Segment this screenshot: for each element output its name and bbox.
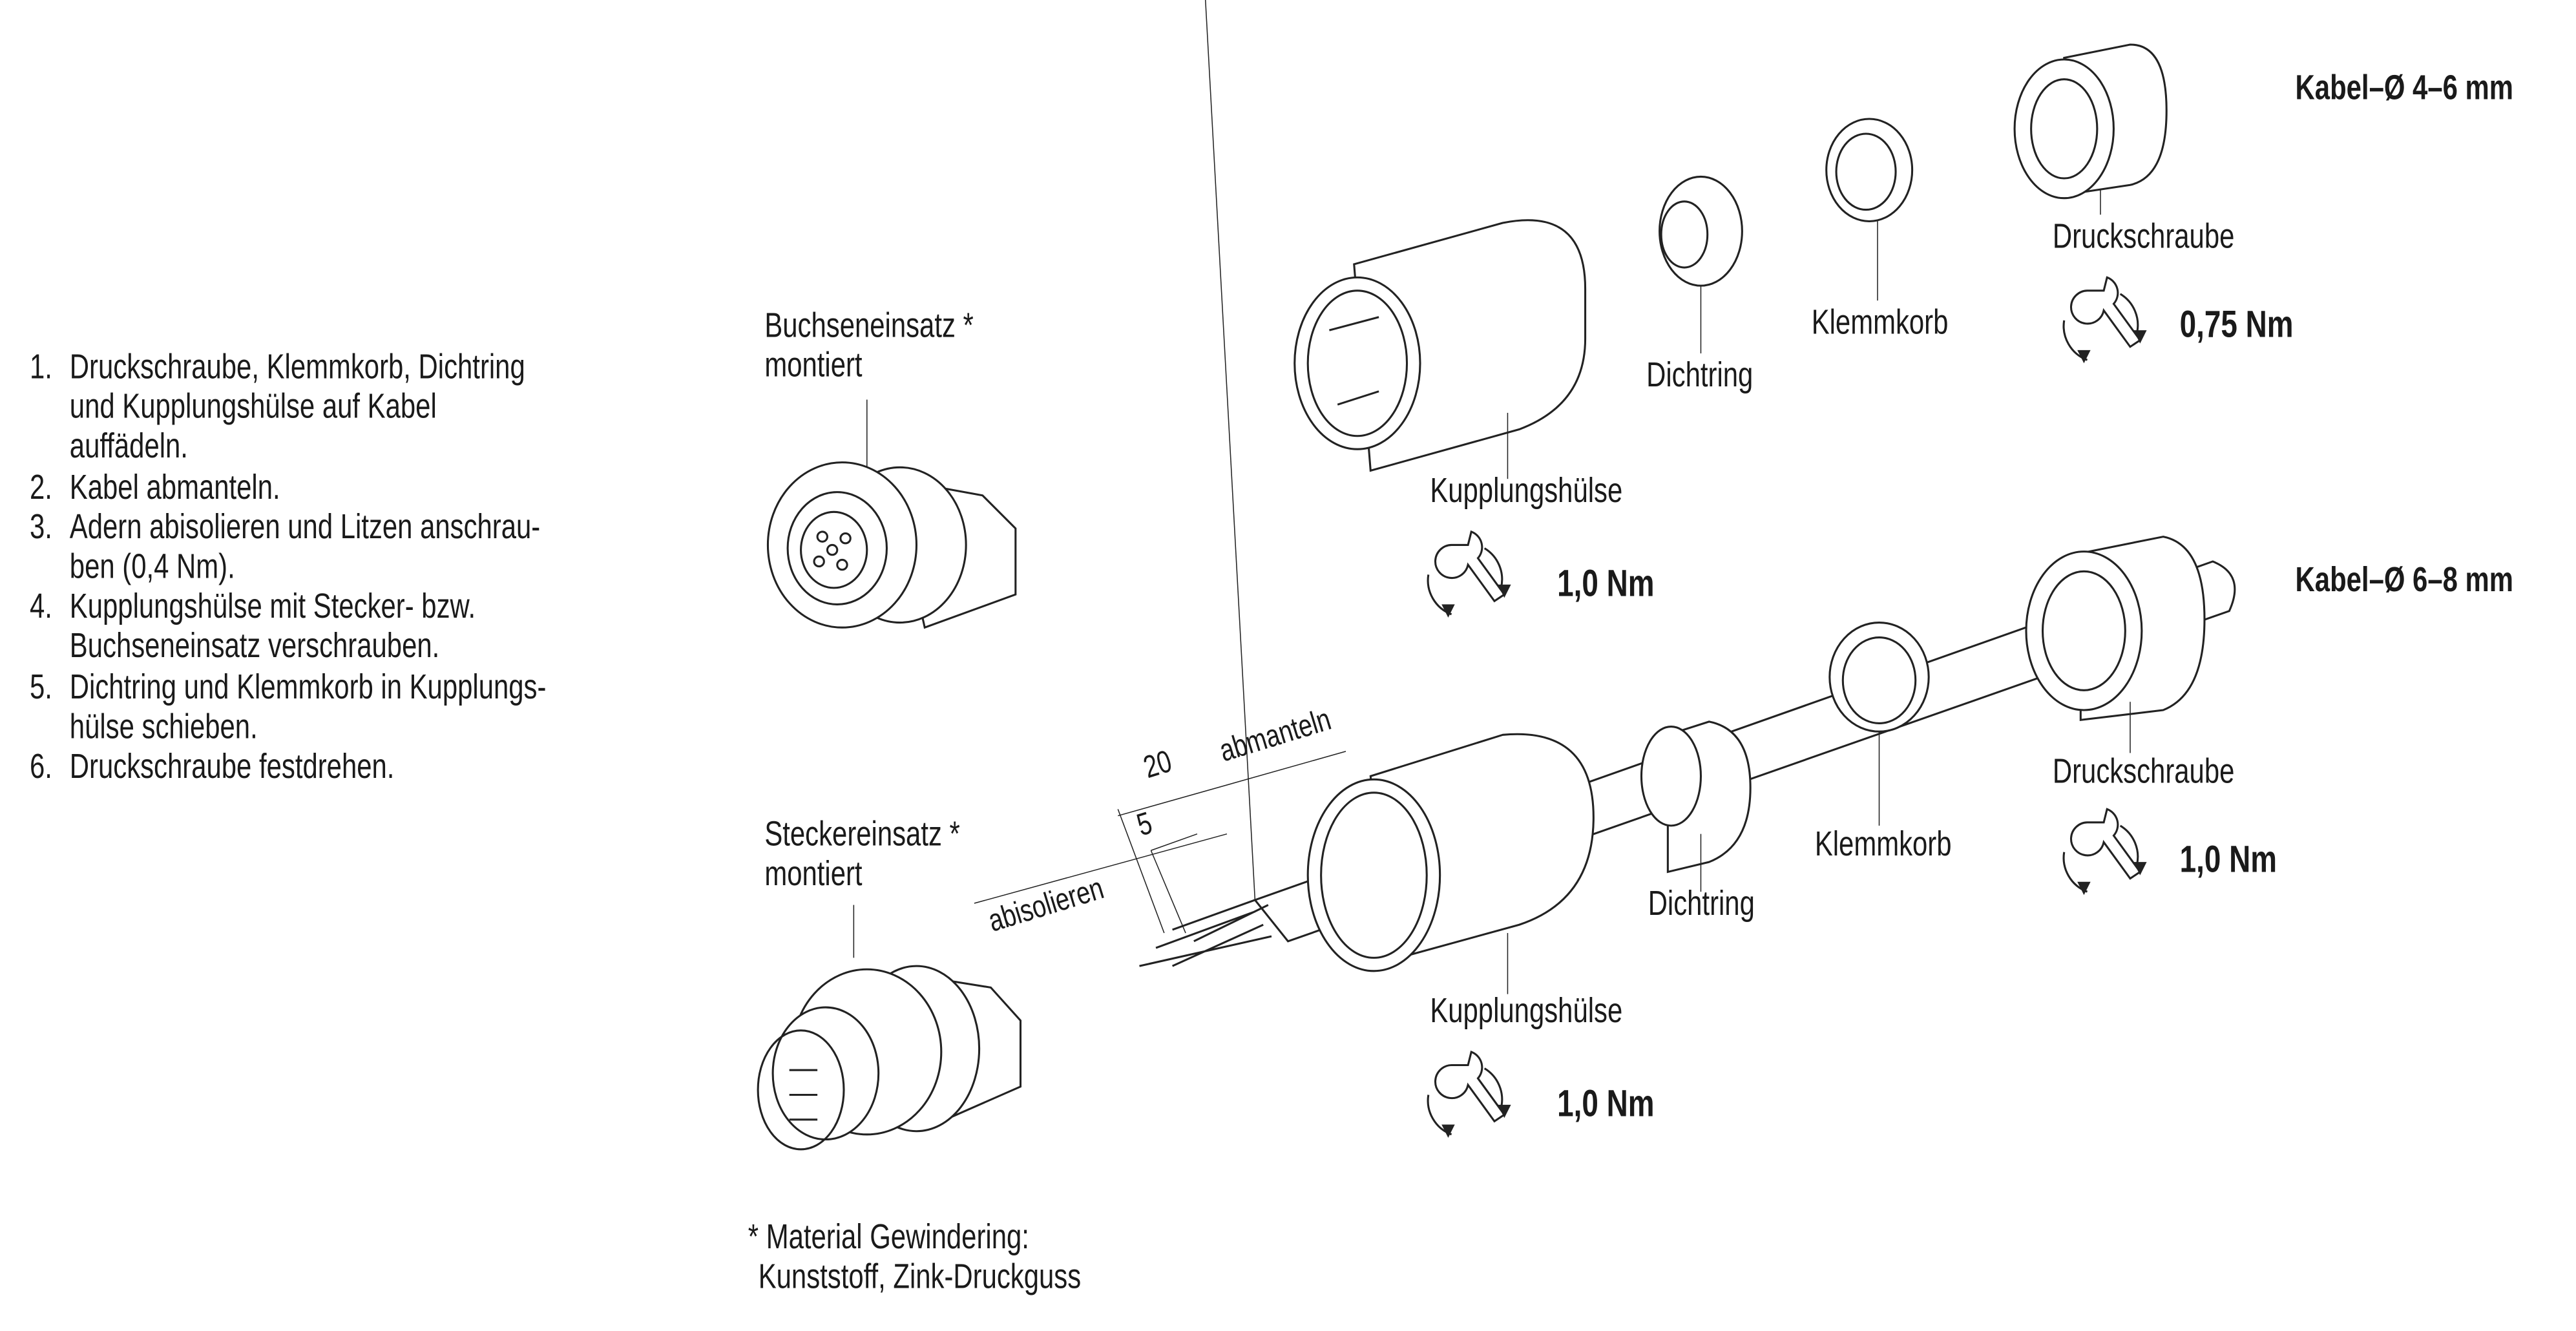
step-text: ben (0,4 Nm). <box>69 548 235 587</box>
top-assembly-drawing <box>1293 43 2168 619</box>
female-insert-label: Buchseneinsatz *montiert <box>764 307 974 386</box>
step-text: hülse schieben. <box>69 707 258 746</box>
step-text: Kupplungshülse mit Stecker- bzw. <box>69 588 476 627</box>
male-insert-drawing <box>757 905 1022 1151</box>
step-number: 5. <box>30 668 52 706</box>
step-text: Buchseneinsatz verschrauben. <box>69 628 440 667</box>
step-number: 3. <box>30 508 52 547</box>
female-insert-label-line: montiert <box>764 346 863 385</box>
cable-diameter-top: Kabel–Ø 4–6 mm <box>2295 69 2513 108</box>
female-insert-drawing <box>766 399 1017 629</box>
cable-diameter-bottom: Kabel–Ø 6–8 mm <box>2295 561 2513 600</box>
step-text: Druckschraube, Klemmkorb, Dichtring <box>69 348 525 387</box>
label-klemmkorb-top: Klemmkorb <box>1811 304 1949 342</box>
female-insert-label-line: Buchseneinsatz * <box>764 307 974 346</box>
label-druckschraube-top: Druckschraube <box>2052 218 2235 257</box>
footnote-line: * Material Gewindering: <box>748 1219 1029 1257</box>
step-text: Dichtring und Klemmkorb in Kupplungs- <box>69 668 547 706</box>
label-kupplungshuelse-bottom: Kupplungshülse <box>1430 992 1623 1031</box>
torque-kupplungshuelse-top: 1,0 Nm <box>1557 561 1655 605</box>
label-dichtring-bottom: Dichtring <box>1648 885 1755 923</box>
torque-druckschraube-top: 0,75 Nm <box>2179 302 2294 346</box>
instruction-step: 5. Dichtring und Klemmkorb in Kupplungs-h… <box>30 668 546 748</box>
label-kupplungshuelse-top: Kupplungshülse <box>1430 472 1623 510</box>
instruction-step: 4. Kupplungshülse mit Stecker- bzw.Buchse… <box>30 588 546 668</box>
male-insert-label: Steckereinsatz *montiert <box>764 816 960 896</box>
step-text: Adern abisolieren und Litzen anschrau- <box>69 508 541 547</box>
step-number: 2. <box>30 468 52 507</box>
label-druckschraube-bottom: Druckschraube <box>2052 753 2235 791</box>
torque-druckschraube-bottom: 1,0 Nm <box>2179 837 2278 881</box>
step-text: Druckschraube festdrehen. <box>69 748 395 786</box>
step-text: Kabel abmanteln. <box>69 468 280 507</box>
male-insert-label-line: montiert <box>764 855 863 894</box>
footnote-line: Kunststoff, Zink-Druckguss <box>758 1258 1082 1297</box>
step-number: 4. <box>30 588 52 627</box>
instruction-step: 3. Adern abisolieren und Litzen anschrau-… <box>30 508 546 589</box>
torque-kupplungshuelse-bottom: 1,0 Nm <box>1557 1082 1655 1125</box>
bottom-assembly-drawing <box>974 0 2236 1139</box>
label-dichtring-top: Dichtring <box>1646 357 1754 395</box>
step-text: auffädeln. <box>69 428 188 466</box>
label-klemmkorb-bottom: Klemmkorb <box>1814 825 1952 864</box>
instruction-step: 2. Kabel abmanteln. <box>30 468 546 508</box>
footnote: * Material Gewindering:Kunststoff, Zink-… <box>748 1219 1081 1298</box>
instruction-step: 6. Druckschraube festdrehen. <box>30 748 546 788</box>
male-insert-label-line: Steckereinsatz * <box>764 815 960 854</box>
step-number: 6. <box>30 748 52 786</box>
step-number: 1. <box>30 348 52 387</box>
step-text: und Kupplungshülse auf Kabel <box>69 388 437 426</box>
